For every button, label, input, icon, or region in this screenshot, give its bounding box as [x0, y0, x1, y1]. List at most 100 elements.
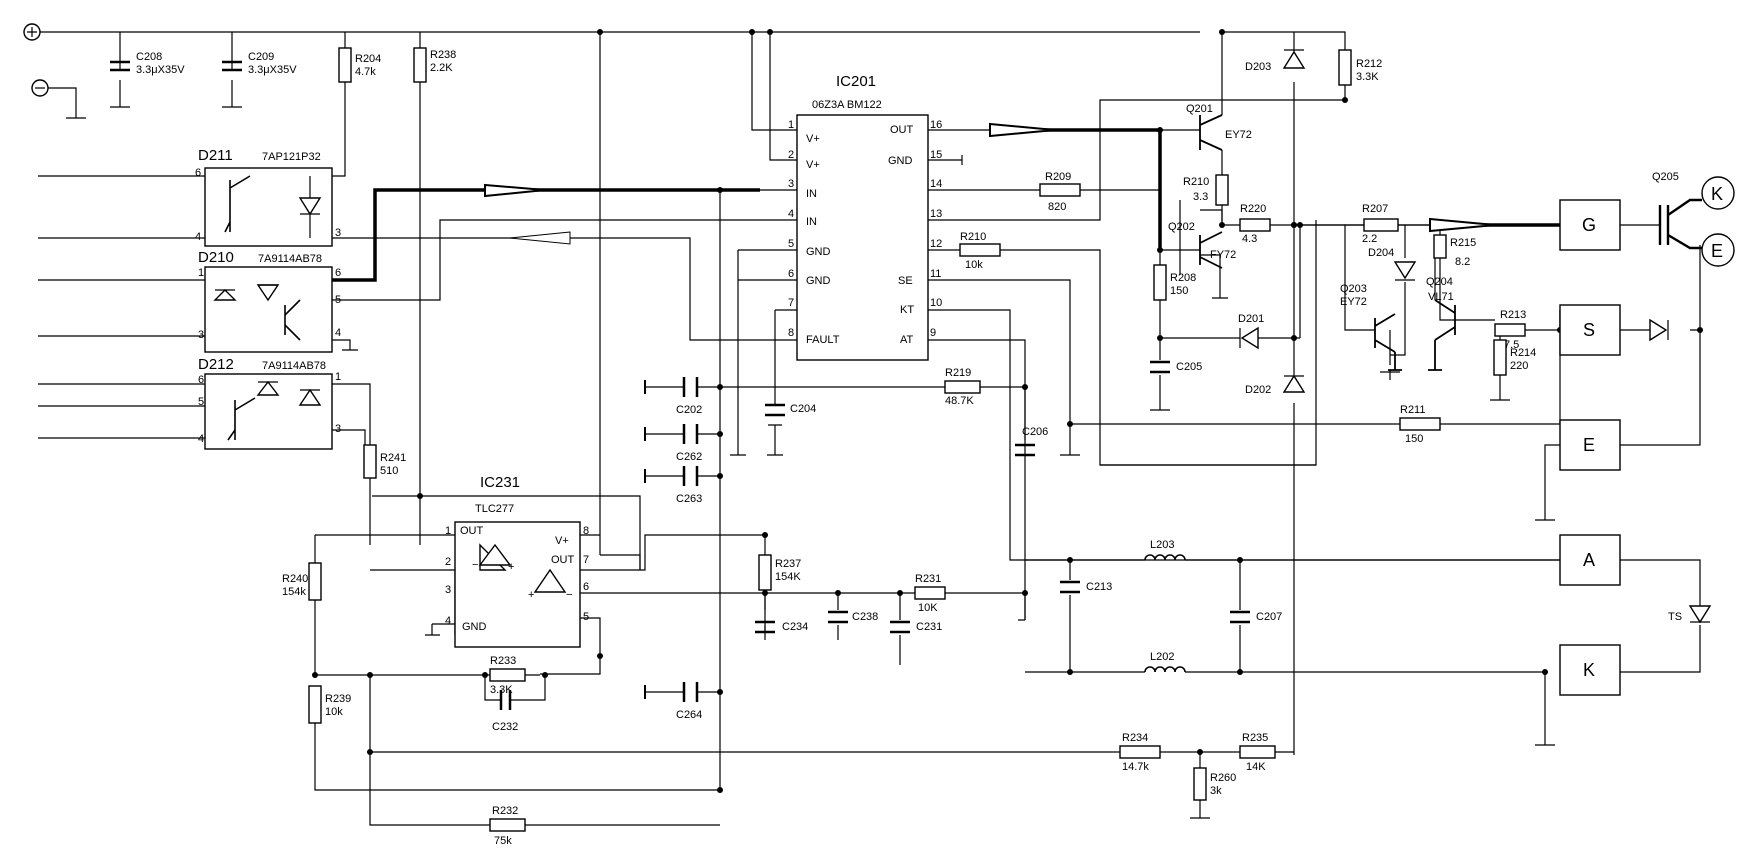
optocoupler-d210: D210 7A9114AB78 1 3 6 5 4: [198, 249, 341, 353]
svg-text:C205: C205: [1176, 361, 1202, 373]
svg-text:8: 8: [788, 327, 794, 339]
svg-text:7A9114AB78: 7A9114AB78: [258, 253, 322, 265]
svg-text:3.3: 3.3: [1193, 191, 1208, 203]
svg-text:−: −: [566, 589, 572, 601]
svg-text:D212: D212: [198, 356, 234, 373]
svg-text:R207: R207: [1362, 203, 1388, 215]
svg-text:220: 220: [1510, 360, 1528, 372]
svg-text:C204: C204: [790, 403, 816, 415]
capacitor-c205: C205: [1150, 360, 1202, 374]
svg-text:6: 6: [198, 374, 204, 386]
svg-text:KT: KT: [900, 304, 914, 316]
svg-text:V+: V+: [555, 535, 569, 547]
svg-text:10: 10: [930, 297, 942, 309]
capacitor-c263: C263: [644, 466, 702, 505]
svg-text:TS: TS: [1668, 611, 1682, 623]
svg-text:D201: D201: [1238, 313, 1264, 325]
resistor-r207: R207 2.2: [1362, 203, 1399, 245]
svg-text:R220: R220: [1240, 203, 1266, 215]
svg-text:12: 12: [930, 238, 942, 250]
svg-text:3.3μX35V: 3.3μX35V: [136, 64, 185, 76]
resistor-r234: R234 14.7k: [1119, 732, 1161, 773]
svg-text:Q204: Q204: [1426, 276, 1453, 288]
svg-text:154k: 154k: [282, 586, 306, 598]
svg-text:GND: GND: [806, 275, 831, 287]
transistor-q201: Q201 EY72: [1160, 103, 1252, 151]
svg-text:C209: C209: [248, 51, 274, 63]
svg-text:820: 820: [1048, 201, 1066, 213]
svg-text:+: +: [528, 589, 534, 601]
resistor-r210-3-3: R210 3.3: [1183, 174, 1229, 206]
resistor-r212: R212 3.3K: [1338, 49, 1382, 86]
svg-text:3.3μX35V: 3.3μX35V: [248, 64, 297, 76]
svg-text:R215: R215: [1450, 237, 1476, 249]
svg-text:R204: R204: [355, 53, 381, 65]
resistor-r215: R215 8.2: [1433, 234, 1476, 268]
svg-text:D210: D210: [198, 249, 234, 266]
resistor-r235: R235 14K: [1239, 732, 1276, 773]
svg-text:R212: R212: [1356, 58, 1382, 70]
svg-text:GND: GND: [806, 246, 831, 258]
svg-text:C262: C262: [676, 451, 702, 463]
capacitor-c204: C204: [765, 403, 816, 417]
resistor-r214: R214 220: [1493, 339, 1536, 376]
resistor-r209: R209 820: [1039, 171, 1081, 213]
svg-text:4: 4: [335, 327, 341, 339]
svg-text:Q201: Q201: [1186, 103, 1213, 115]
svg-text:D204: D204: [1368, 247, 1394, 259]
diode-d203: D203: [1245, 49, 1306, 73]
svg-text:Q205: Q205: [1652, 171, 1679, 183]
capacitor-c202: C202: [644, 377, 702, 416]
svg-text:OUT: OUT: [890, 124, 914, 136]
svg-text:14.7k: 14.7k: [1122, 761, 1149, 773]
terminal-g: G: [1559, 199, 1621, 251]
svg-text:3.3K: 3.3K: [490, 684, 513, 696]
svg-text:C231: C231: [916, 621, 942, 633]
svg-text:GND: GND: [462, 621, 487, 633]
svg-text:R240: R240: [282, 573, 308, 585]
svg-text:L203: L203: [1150, 539, 1174, 551]
svg-text:C208: C208: [136, 51, 162, 63]
svg-text:L202: L202: [1150, 651, 1174, 663]
optocoupler-d212: D212 7A9114AB78 6 5 4 1 3: [198, 356, 341, 450]
svg-text:16: 16: [930, 119, 942, 131]
svg-text:R219: R219: [945, 367, 971, 379]
svg-text:3: 3: [788, 178, 794, 190]
terminal-e: E: [1559, 419, 1621, 471]
svg-text:FAULT: FAULT: [806, 334, 840, 346]
svg-text:EY72: EY72: [1340, 296, 1367, 308]
svg-text:75k: 75k: [494, 835, 512, 847]
svg-text:1: 1: [445, 525, 451, 537]
svg-text:3: 3: [335, 227, 341, 239]
svg-text:5: 5: [788, 238, 794, 250]
capacitor-c262: C262: [644, 424, 702, 463]
svg-text:10k: 10k: [965, 259, 983, 271]
svg-text:AT: AT: [900, 334, 914, 346]
svg-text:5: 5: [335, 294, 341, 306]
svg-text:3k: 3k: [1210, 785, 1222, 797]
svg-text:3: 3: [198, 329, 204, 341]
svg-text:3.3K: 3.3K: [1356, 71, 1379, 83]
svg-text:K: K: [1711, 184, 1723, 204]
capacitor-c232: C232: [492, 690, 518, 733]
svg-text:R238: R238: [430, 49, 456, 61]
svg-text:510: 510: [380, 465, 398, 477]
capacitor-c264: C264: [644, 682, 702, 721]
resistor-r241: R241 510: [363, 444, 406, 479]
resistor-r232: R232 75k: [489, 805, 526, 847]
svg-text:IN: IN: [806, 188, 817, 200]
svg-text:C213: C213: [1086, 581, 1112, 593]
svg-text:7.5: 7.5: [1504, 339, 1519, 351]
svg-text:IC201: IC201: [836, 73, 876, 90]
optocoupler-d211: D211 7AP121P32 6 4 3: [195, 147, 341, 247]
svg-text:K: K: [1583, 660, 1595, 680]
svg-text:C263: C263: [676, 493, 702, 505]
svg-text:7A9114AB78: 7A9114AB78: [262, 360, 326, 372]
svg-text:R208: R208: [1170, 272, 1196, 284]
svg-text:Q202: Q202: [1168, 221, 1195, 233]
resistor-r220: R220 4.3: [1239, 203, 1271, 245]
capacitor-c213: C213: [1060, 580, 1112, 594]
diode-d204: D204: [1368, 247, 1417, 281]
svg-text:G: G: [1582, 215, 1596, 235]
svg-text:C207: C207: [1256, 611, 1282, 623]
